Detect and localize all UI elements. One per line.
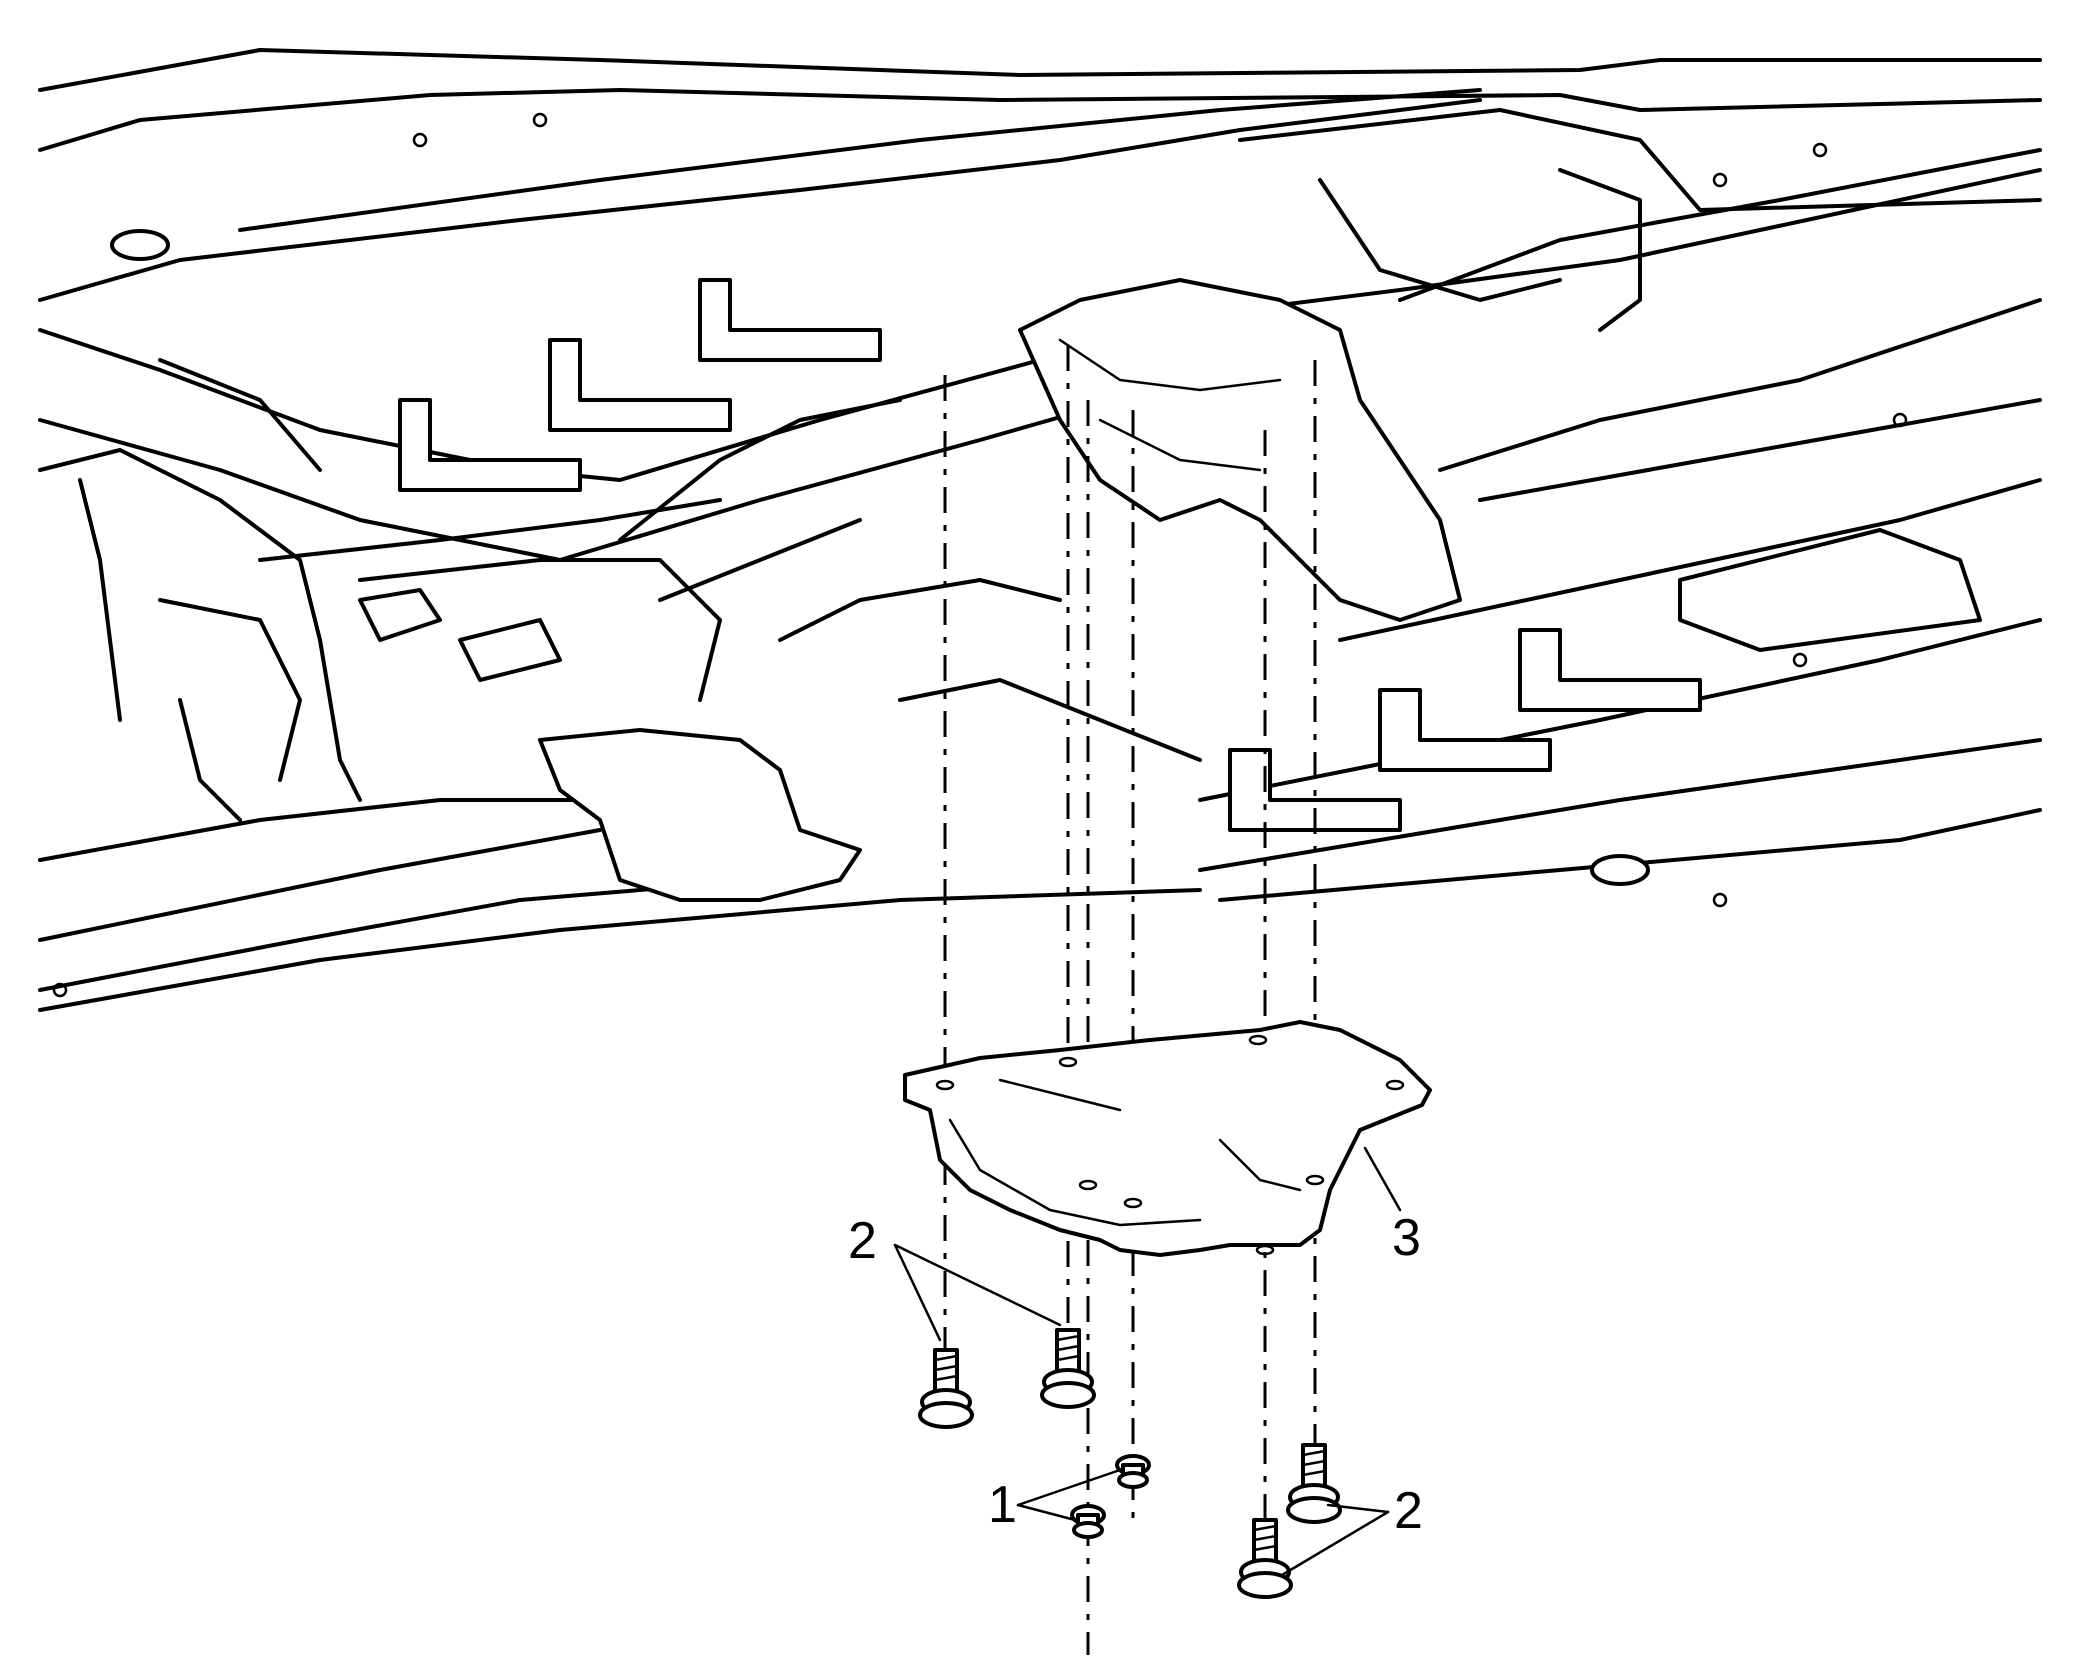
bolt-right-1 — [1286, 1443, 1342, 1524]
callout-1: 1 — [988, 1468, 1122, 1534]
callout-2-left-label: 2 — [848, 1212, 877, 1270]
nut-upper — [1115, 1454, 1151, 1489]
callout-2-left: 2 — [848, 1212, 1062, 1342]
underbody-shield — [903, 1020, 1432, 1257]
callout-1-label: 1 — [988, 1476, 1017, 1534]
callout-3: 3 — [1363, 1146, 1421, 1267]
callout-2-right-label: 2 — [1394, 1482, 1423, 1540]
nut-lower — [1070, 1504, 1106, 1539]
callout-3-label: 3 — [1392, 1209, 1421, 1267]
bolt-left-1 — [918, 1348, 974, 1429]
vehicle-underbody — [38, 48, 2042, 1012]
callout-2-right: 2 — [1280, 1482, 1423, 1577]
bolt-left-2 — [1040, 1328, 1096, 1409]
bolt-right-2 — [1237, 1518, 1293, 1599]
